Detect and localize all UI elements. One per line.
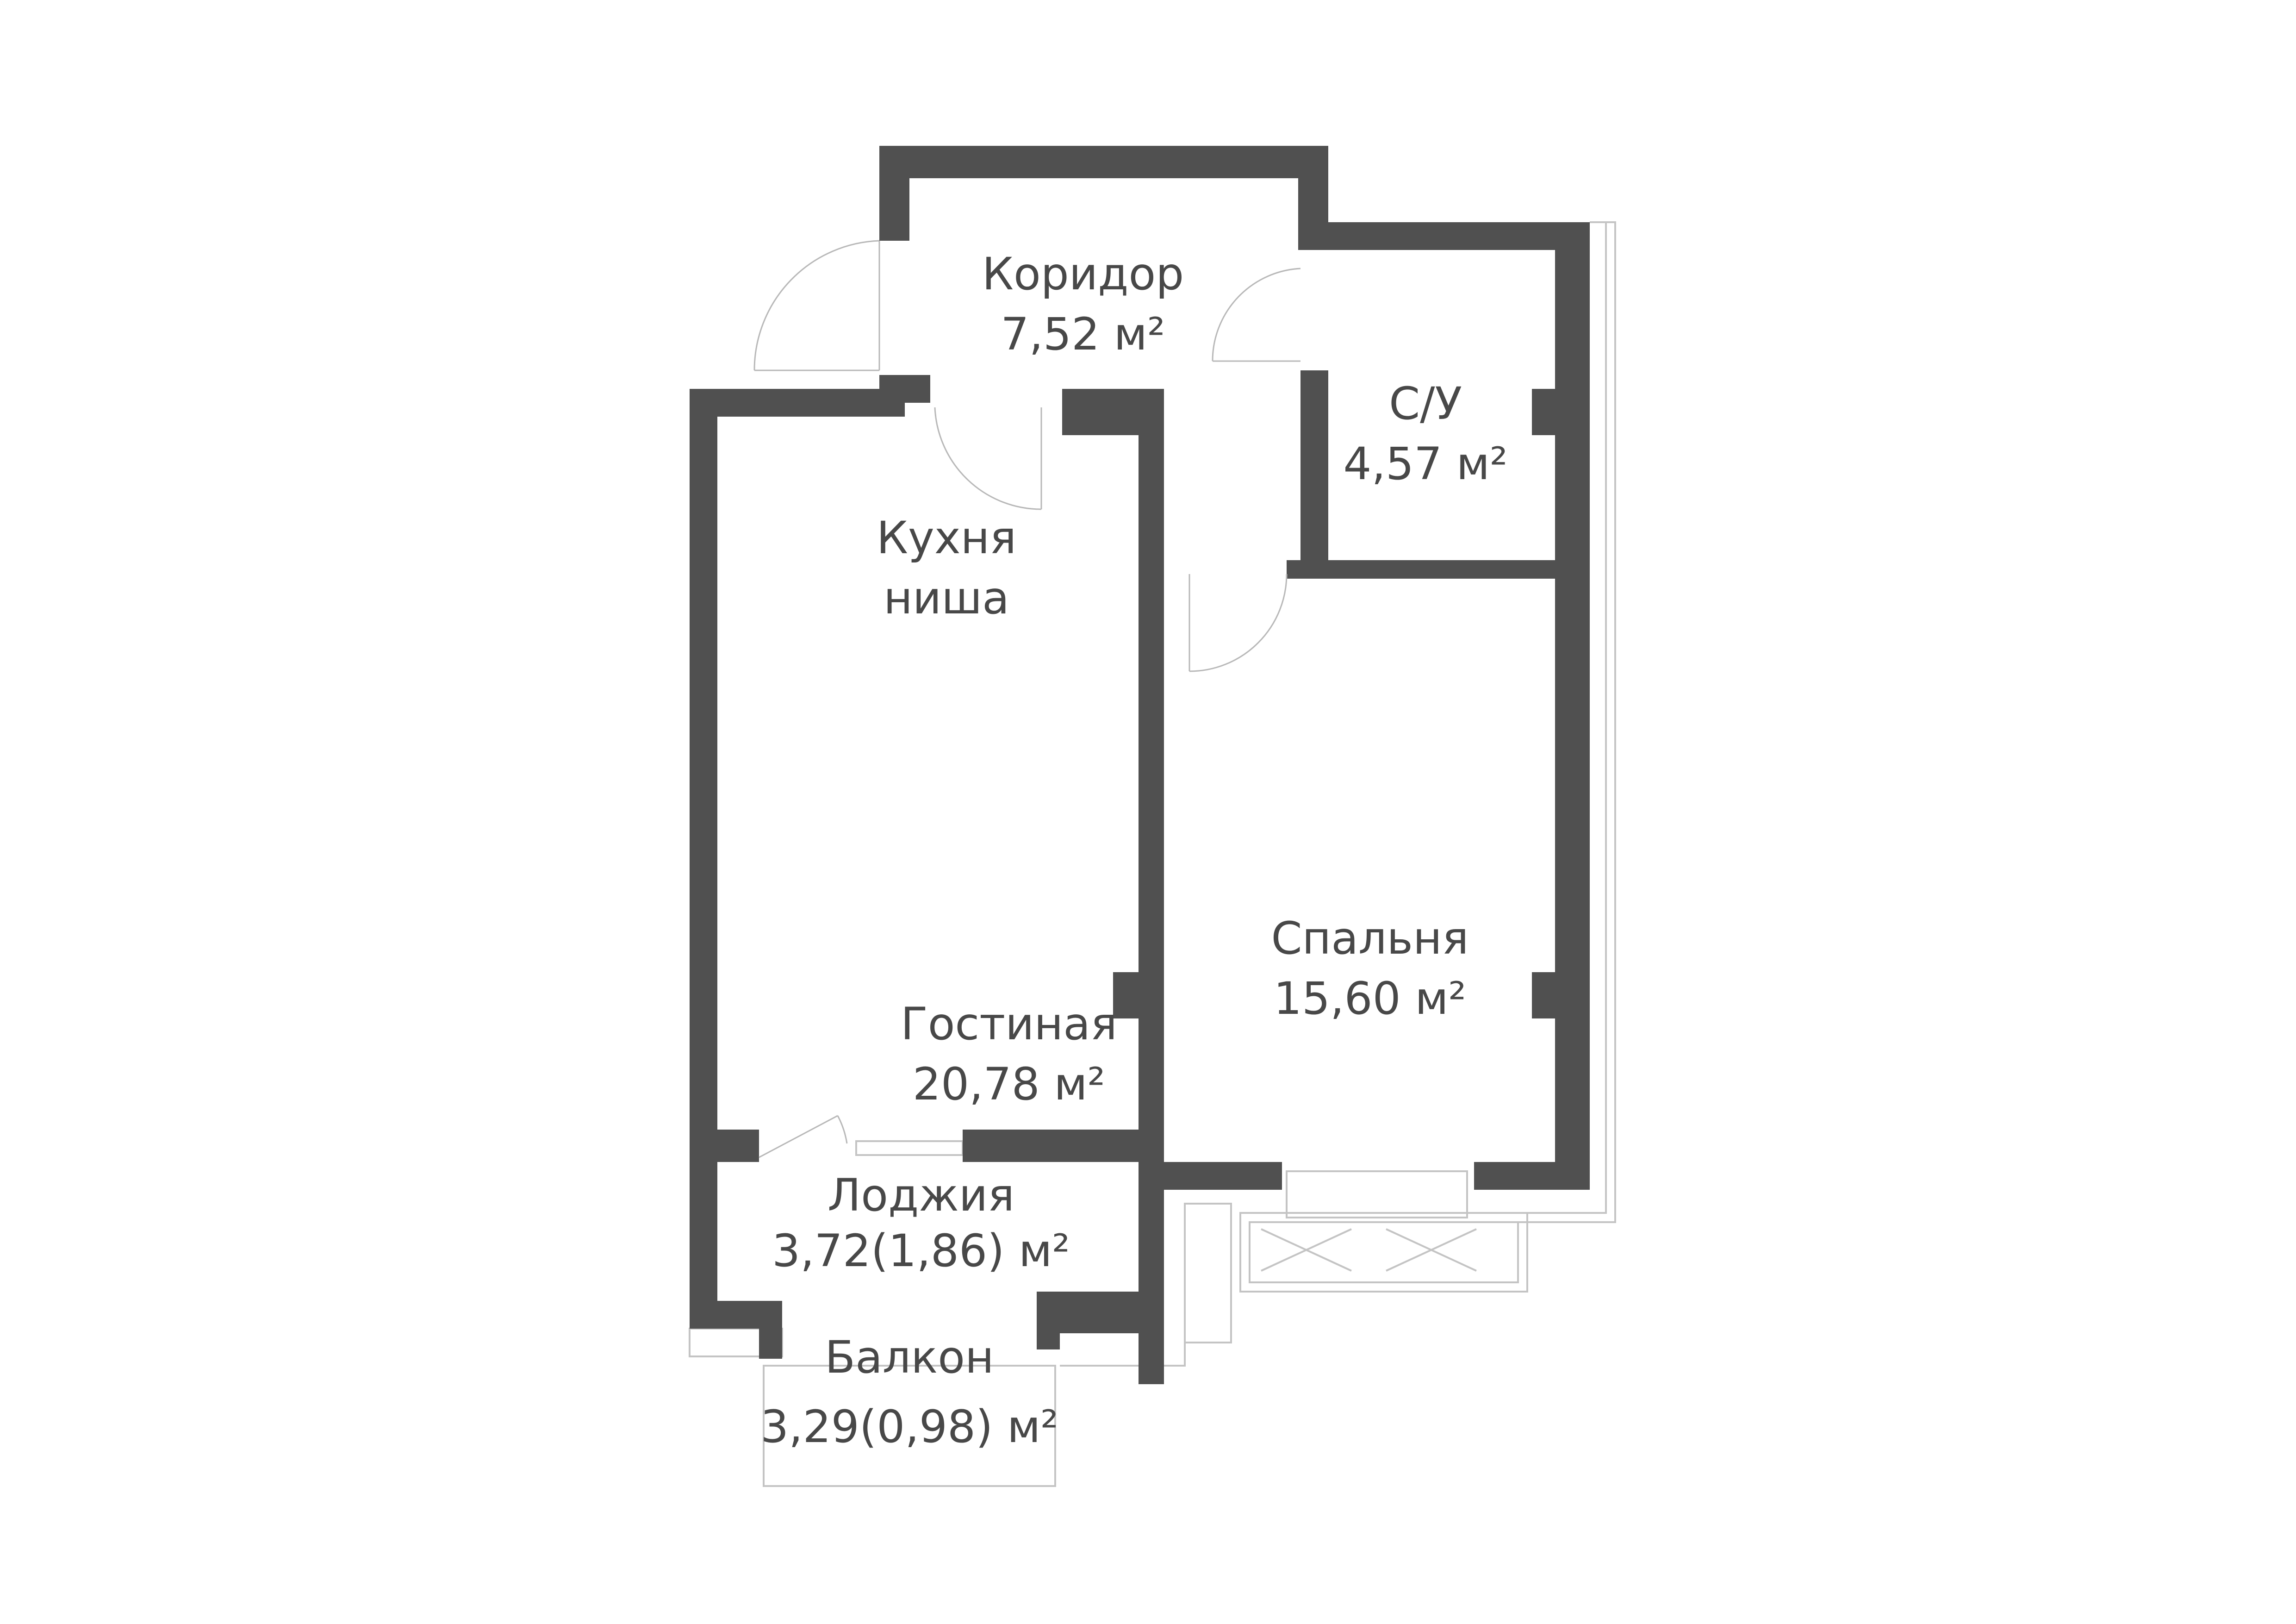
kitchen-door[interactable] (934, 407, 1042, 510)
living-name: Гостиная (901, 998, 1117, 1050)
corridor-name: Коридор (982, 248, 1184, 300)
room-labels: Коридор 7,52 м² С/У 4,57 м² Кухня ниша Г… (760, 248, 1508, 1453)
corridor-area: 7,52 м² (1001, 308, 1165, 360)
bedroom-name: Спальня (1271, 912, 1468, 964)
kitchen-name: Кухня (877, 512, 1016, 564)
kitchen-sub: ниша (884, 572, 1009, 624)
bedroom-area: 15,60 м² (1274, 973, 1466, 1024)
bathroom-door[interactable] (1212, 268, 1301, 362)
thin-outlines (689, 221, 1616, 1487)
loggia-area: 3,72(1,86) м² (772, 1225, 1070, 1277)
living-area: 20,78 м² (913, 1058, 1105, 1110)
doors (753, 240, 1301, 1158)
loggia-name: Лоджия (828, 1169, 1014, 1221)
balcony-area: 3,29(0,98) м² (760, 1401, 1058, 1453)
walls (690, 146, 1590, 1384)
bedroom-door[interactable] (1188, 574, 1288, 672)
entrance-door[interactable] (753, 240, 880, 371)
bathroom-name: С/У (1389, 378, 1462, 430)
balcony-name: Балкон (825, 1331, 994, 1383)
loggia-door[interactable] (759, 1115, 848, 1158)
bathroom-area: 4,57 м² (1343, 438, 1507, 490)
